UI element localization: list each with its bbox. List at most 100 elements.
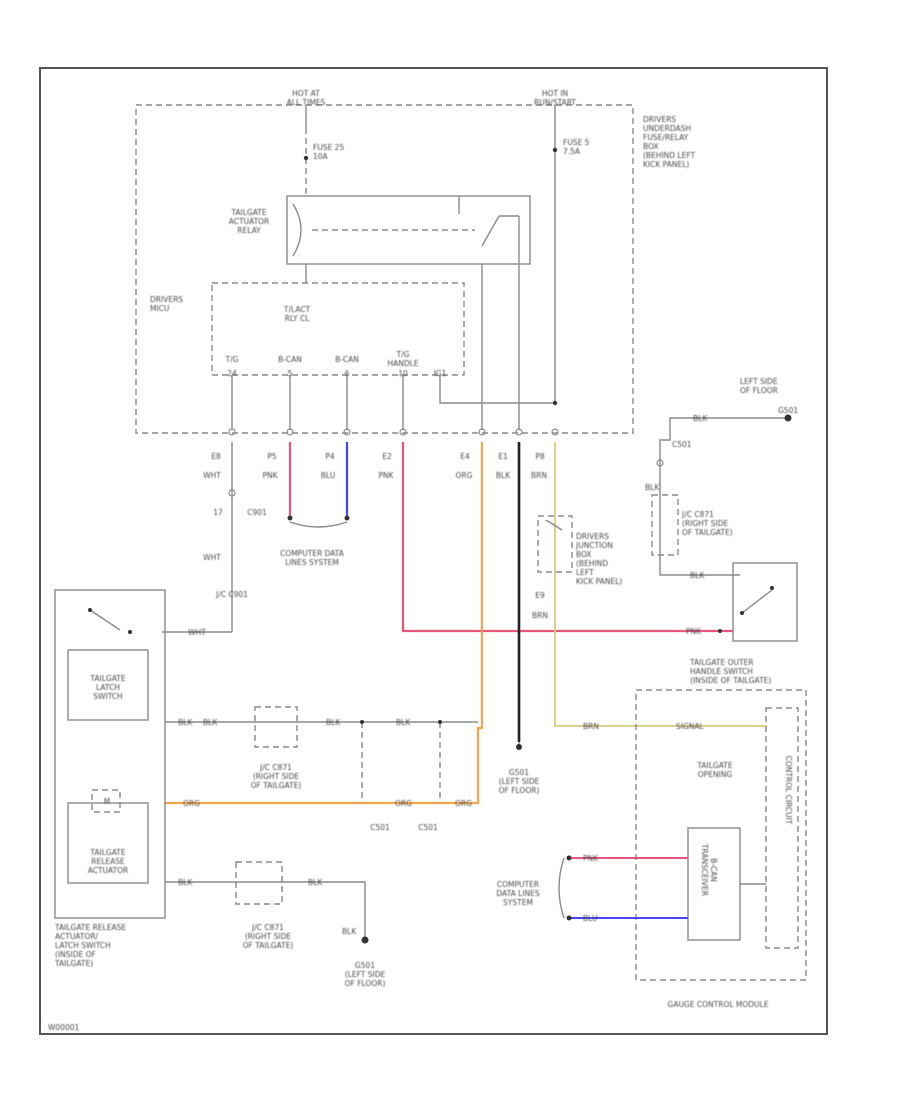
- blk1-label: BLK: [496, 471, 511, 480]
- pnk-wire-e2: [401, 442, 733, 633]
- motor-label: M: [104, 797, 110, 806]
- diagram-frame: [39, 67, 828, 1035]
- outer-switch-pnk-pin: [718, 629, 722, 633]
- release-blk-wire: [165, 881, 366, 940]
- pin-ig-label: IG1: [434, 369, 447, 378]
- g501-low-ground: [361, 936, 369, 944]
- blk-mid3-label: BLK: [396, 718, 411, 727]
- blu-end: [344, 515, 350, 521]
- splice-blk-a: [360, 720, 364, 724]
- org1-label: ORG: [456, 471, 473, 480]
- org-wire-e4: [165, 442, 484, 805]
- jc-c871-right-box: [651, 494, 679, 556]
- gcm-data-brace: [558, 857, 565, 919]
- org-mid2-label: ORG: [395, 799, 412, 808]
- outer-switch-terminal: [770, 586, 774, 590]
- gauge-control-module-label: GAUGE CONTROL MODULE: [668, 1000, 769, 1009]
- conn-e4-label: E4: [460, 452, 470, 461]
- pin-6-label: 6: [345, 369, 350, 378]
- splice-blk-b: [438, 720, 442, 724]
- tailgate-release-actuator: [67, 802, 149, 884]
- actuator-motor-box: [91, 789, 121, 813]
- pin-24-label: 24: [227, 369, 237, 378]
- blu-gcm-label: BLU: [583, 914, 597, 923]
- fuse-25-terminal: [303, 155, 309, 161]
- footer-id: W00001: [48, 1023, 80, 1032]
- tailgate-outer-handle-switch: [732, 562, 798, 642]
- brn1-label: BRN: [531, 471, 547, 480]
- data-lines-brace: [289, 521, 348, 528]
- pin-tg-label: T/G: [225, 355, 239, 364]
- relay-coil: [292, 203, 302, 257]
- ig-splice: [552, 400, 558, 406]
- drivers-micu-box: [211, 282, 465, 376]
- latch-switch-contact: [89, 609, 121, 631]
- pnk1-label: PNK: [262, 471, 278, 480]
- g501-top-label: G501: [778, 406, 798, 415]
- wht2-label: WHT: [203, 553, 221, 562]
- outer-switch-ground-wire: [659, 417, 786, 576]
- blk-top-label: BLK: [693, 414, 708, 423]
- brn2-label: BRN: [532, 611, 548, 620]
- tailgate-release-actuator-latch-switch: [54, 589, 166, 919]
- org-mid-label: ORG: [183, 799, 200, 808]
- underdash-fuse-relay-box: [135, 104, 634, 434]
- wht1-label: WHT: [203, 471, 221, 480]
- relay-switch-arm: [481, 215, 500, 247]
- brn-wire-p8: [554, 442, 767, 727]
- drivers-junction-box: [537, 515, 573, 573]
- jc-c871-mid-box: [254, 706, 298, 748]
- c501-connector: [656, 459, 664, 467]
- outer-switch-contact: [741, 589, 773, 614]
- blk-side-label: BLK: [645, 483, 660, 492]
- c501-b-label: C501: [418, 823, 438, 832]
- conn-p5-label: P5: [267, 452, 277, 461]
- c901-connector: [228, 489, 236, 497]
- brn-gcm-label: BRN: [583, 722, 599, 731]
- fuse-5-terminal: [552, 147, 558, 153]
- pnk-end: [287, 515, 293, 521]
- outer-switch-pivot: [740, 611, 744, 615]
- junction-box-switch: [545, 519, 563, 531]
- conn-p8-label: P8: [535, 452, 545, 461]
- latch-switch-pivot: [88, 608, 92, 612]
- pnk-gcm-label: PNK: [583, 854, 599, 863]
- org-mid3-label: ORG: [455, 799, 472, 808]
- blk-outer-label: BLK: [690, 571, 705, 580]
- b-can-transceiver-box: [687, 827, 741, 941]
- conn-e1-label: E1: [498, 452, 508, 461]
- control-circuit-label: CONTROL CIRCUIT: [784, 756, 793, 825]
- c501-a-label: C501: [370, 823, 390, 832]
- pin-5-label: 5: [288, 369, 293, 378]
- e9-label: E9: [535, 591, 545, 600]
- tailgate-latch-switch: [67, 649, 149, 721]
- blk-rel2-label: BLK: [308, 878, 323, 887]
- blk-low-label: BLK: [342, 927, 357, 936]
- conn-e8-label: E8: [211, 452, 221, 461]
- c17-label: 17: [213, 508, 223, 517]
- jc-c901-label: J/C C901: [215, 590, 248, 599]
- g501-top-ground: [784, 414, 792, 422]
- control-circuit-box: [765, 707, 799, 949]
- tailgate-actuator-relay: [286, 195, 531, 265]
- conn-p4-label: P4: [325, 452, 335, 461]
